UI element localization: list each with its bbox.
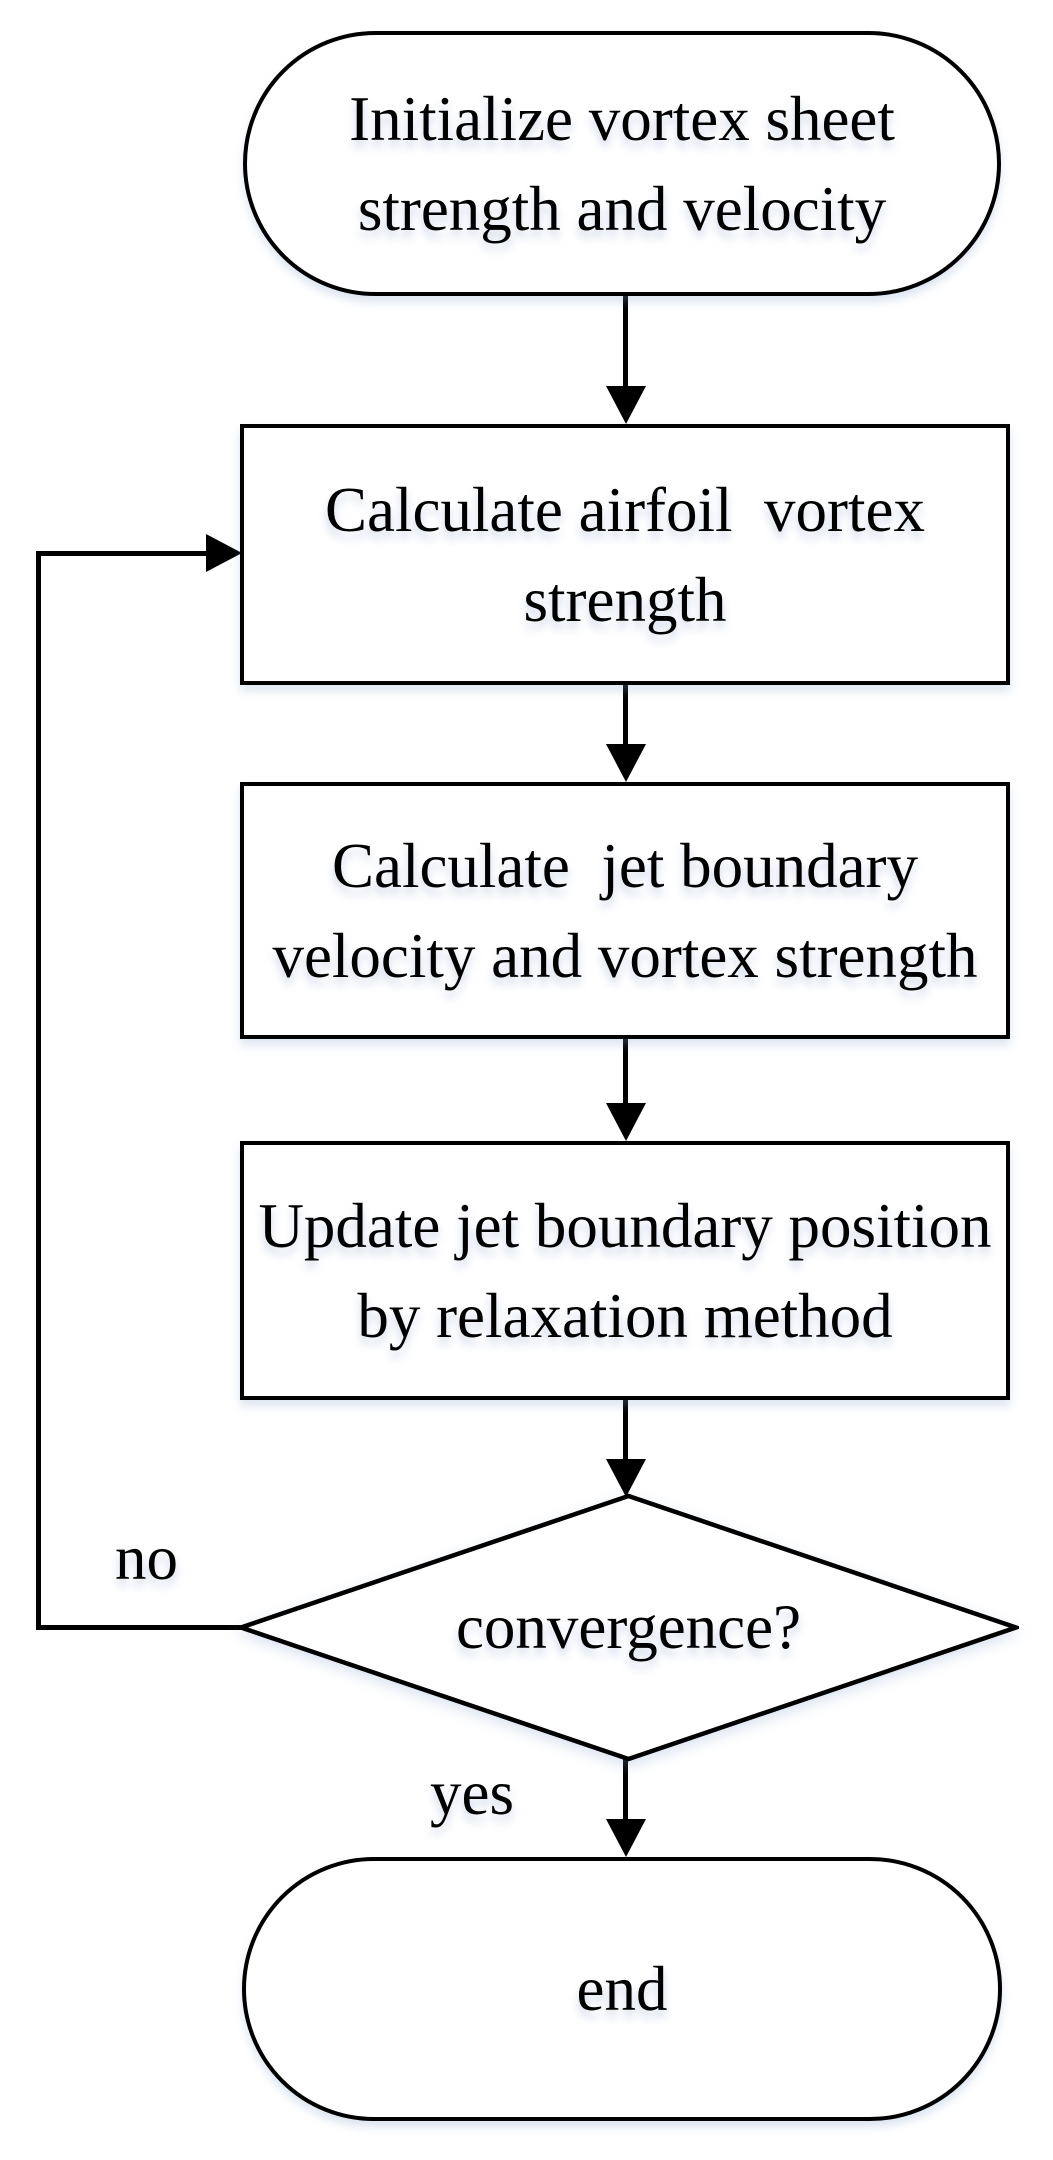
process-calculate-jet-boundary: Calculate jet boundary velocity and vort… (240, 782, 1010, 1039)
start-terminator: Initialize vortex sheet strength and vel… (243, 31, 1001, 296)
loop-no-bottom-segment (36, 1625, 244, 1630)
process-label: Calculate airfoil vortex strength (324, 474, 925, 635)
loop-no-top-segment (36, 551, 208, 556)
arrow-down-icon (606, 744, 646, 782)
decision-convergence-label: convergence? (455, 1592, 802, 1662)
end-terminator-label: end (576, 1954, 668, 2024)
process-calculate-airfoil-vortex-strength: Calculate airfoil vortex strength (240, 424, 1010, 685)
arrow-decision-to-end-shaft (623, 1756, 628, 1820)
edge-label-no: no (115, 1523, 178, 1593)
arrow-update-to-decision-shaft (623, 1398, 628, 1460)
arrow-jet-to-update-shaft (623, 1037, 628, 1104)
arrow-down-icon (606, 1459, 646, 1497)
start-terminator-label: Initialize vortex sheet strength and vel… (349, 83, 895, 244)
edge-label-yes: yes (430, 1758, 514, 1828)
arrow-down-icon (606, 386, 646, 424)
arrow-right-icon (206, 534, 242, 572)
arrow-down-icon (606, 1103, 646, 1141)
decision-convergence-diamond (238, 1493, 1019, 1762)
process-label: Update jet boundary position by relaxati… (258, 1190, 992, 1351)
process-update-jet-boundary-position: Update jet boundary position by relaxati… (240, 1141, 1010, 1400)
arrow-down-icon (606, 1819, 646, 1857)
arrow-start-to-airfoil-shaft (623, 294, 628, 386)
loop-no-vertical-segment (36, 551, 41, 1630)
process-label: Calculate jet boundary velocity and vort… (272, 830, 978, 991)
end-terminator: end (242, 1857, 1002, 2121)
arrow-airfoil-to-jet-shaft (623, 683, 628, 746)
